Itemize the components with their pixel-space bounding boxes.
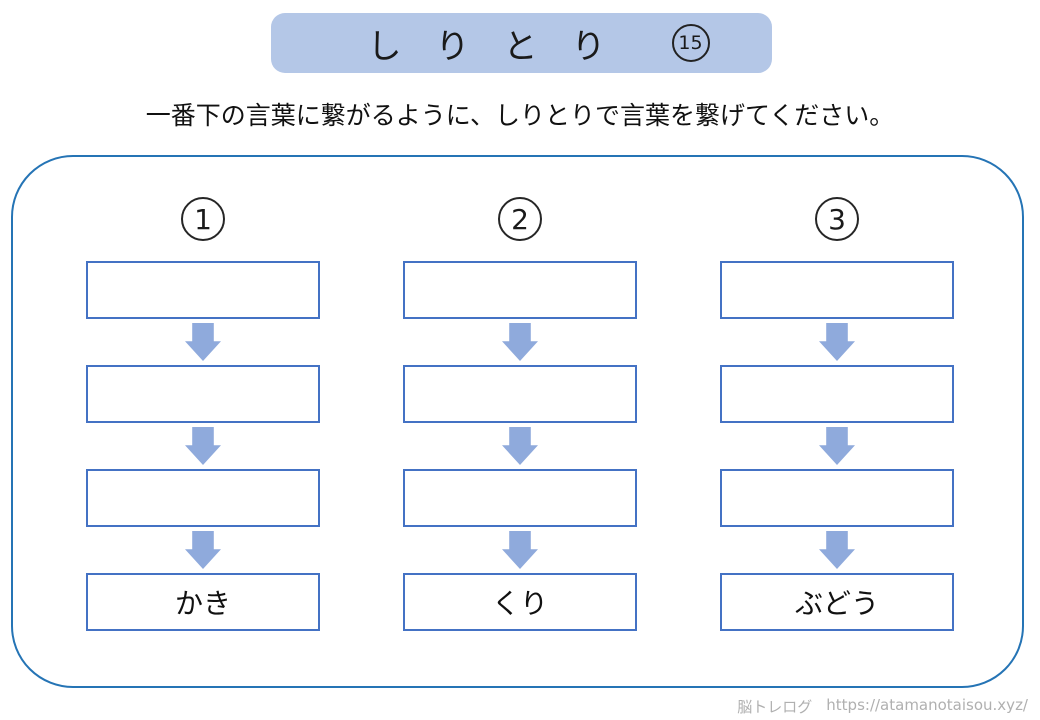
down-arrow-icon bbox=[185, 427, 221, 465]
answer-box[interactable] bbox=[403, 261, 637, 319]
down-arrow-icon bbox=[185, 323, 221, 361]
footer: 脳トレログ https://atamanotaisou.xyz/ bbox=[737, 696, 1028, 717]
answer-box[interactable] bbox=[403, 469, 637, 527]
footer-url: https://atamanotaisou.xyz/ bbox=[826, 696, 1028, 714]
shiritori-column-3: 3 ぶどう bbox=[720, 197, 954, 631]
given-word-text: かき bbox=[174, 587, 231, 620]
page-title-text: しりとり bbox=[367, 26, 640, 67]
instruction-text: 一番下の言葉に繋がるように、しりとりで言葉を繋げてください。 bbox=[145, 101, 895, 130]
given-word-text: ぶどう bbox=[794, 587, 879, 620]
page-title: しりとり 15 bbox=[334, 19, 710, 68]
given-word-box: くり bbox=[403, 573, 637, 631]
answer-box[interactable] bbox=[86, 261, 320, 319]
answer-box[interactable] bbox=[720, 365, 954, 423]
answer-box[interactable] bbox=[86, 469, 320, 527]
down-arrow-icon bbox=[502, 323, 538, 361]
answer-box[interactable] bbox=[720, 261, 954, 319]
answer-box[interactable] bbox=[86, 365, 320, 423]
given-word-text: くり bbox=[491, 587, 548, 620]
down-arrow-icon bbox=[819, 531, 855, 569]
down-arrow-icon bbox=[185, 531, 221, 569]
down-arrow-icon bbox=[819, 427, 855, 465]
shiritori-column-2: 2 くり bbox=[403, 197, 637, 631]
down-arrow-icon bbox=[502, 531, 538, 569]
title-banner: しりとり 15 bbox=[271, 13, 772, 73]
given-word-box: ぶどう bbox=[720, 573, 954, 631]
down-arrow-icon bbox=[502, 427, 538, 465]
answer-box[interactable] bbox=[720, 469, 954, 527]
column-number-badge: 3 bbox=[815, 197, 859, 241]
given-word-box: かき bbox=[86, 573, 320, 631]
column-number-badge: 2 bbox=[498, 197, 542, 241]
title-number-badge: 15 bbox=[671, 24, 710, 62]
down-arrow-icon bbox=[819, 323, 855, 361]
column-number-badge: 1 bbox=[181, 197, 225, 241]
footer-site-name: 脳トレログ bbox=[737, 698, 813, 716]
shiritori-column-1: 1 かき bbox=[86, 197, 320, 631]
answer-box[interactable] bbox=[403, 365, 637, 423]
